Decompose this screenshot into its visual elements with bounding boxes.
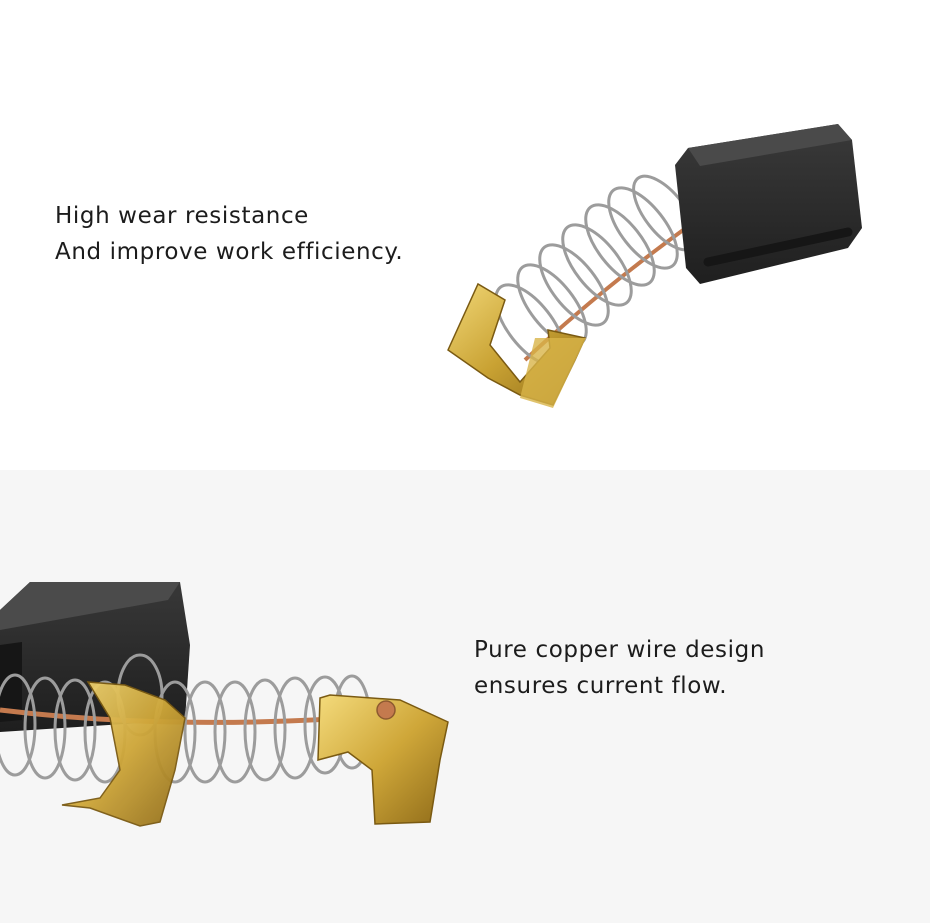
brass-terminal — [447, 282, 587, 408]
caption-top-line1: High wear resistance — [55, 203, 309, 229]
brass-terminal-right — [317, 694, 449, 825]
carbon-brush-photo-bottom — [0, 582, 449, 827]
bottom-panel — [0, 470, 930, 923]
carbon-brush-photo-top — [447, 124, 862, 408]
caption-bottom-line2: ensures current flow. — [474, 673, 728, 699]
spring — [494, 174, 698, 367]
caption-bottom: Pure copper wire design ensures current … — [474, 632, 765, 704]
caption-top-line2: And improve work efficiency. — [55, 239, 404, 265]
brass-terminal-left — [61, 681, 186, 827]
top-panel: High wear resistance And improve work ef… — [55, 124, 862, 408]
caption-top: High wear resistance And improve work ef… — [55, 198, 403, 270]
caption-bottom-line1: Pure copper wire design — [474, 637, 766, 663]
carbon-block — [675, 124, 862, 284]
